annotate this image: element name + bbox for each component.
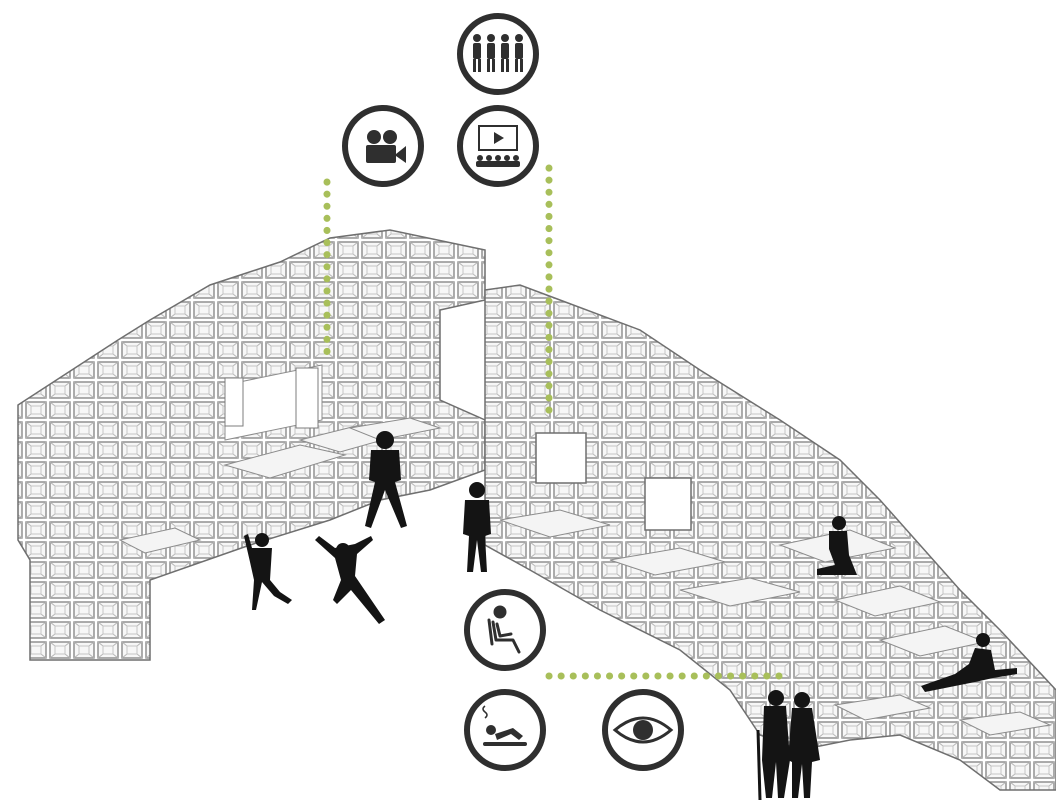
left-grid-structure: [17, 229, 486, 661]
crowd-icon: [457, 13, 539, 95]
right-grid-structure: [484, 284, 1056, 791]
sitting-person: [817, 516, 857, 575]
reclining-person-icon: [464, 689, 546, 771]
standing-person-1: [365, 431, 407, 528]
standing-person-2: [463, 482, 491, 572]
reclining-person: [921, 633, 1017, 692]
dancing-person-1: [244, 533, 292, 610]
connector-lines: [323, 164, 794, 680]
cinema-screen-icon: [457, 105, 539, 187]
elderly-couple: [756, 690, 820, 801]
eye-icon: [602, 689, 684, 771]
video-camera-icon: [342, 105, 424, 187]
dancing-person-2: [315, 536, 385, 624]
seated-person-icon: [464, 589, 546, 671]
